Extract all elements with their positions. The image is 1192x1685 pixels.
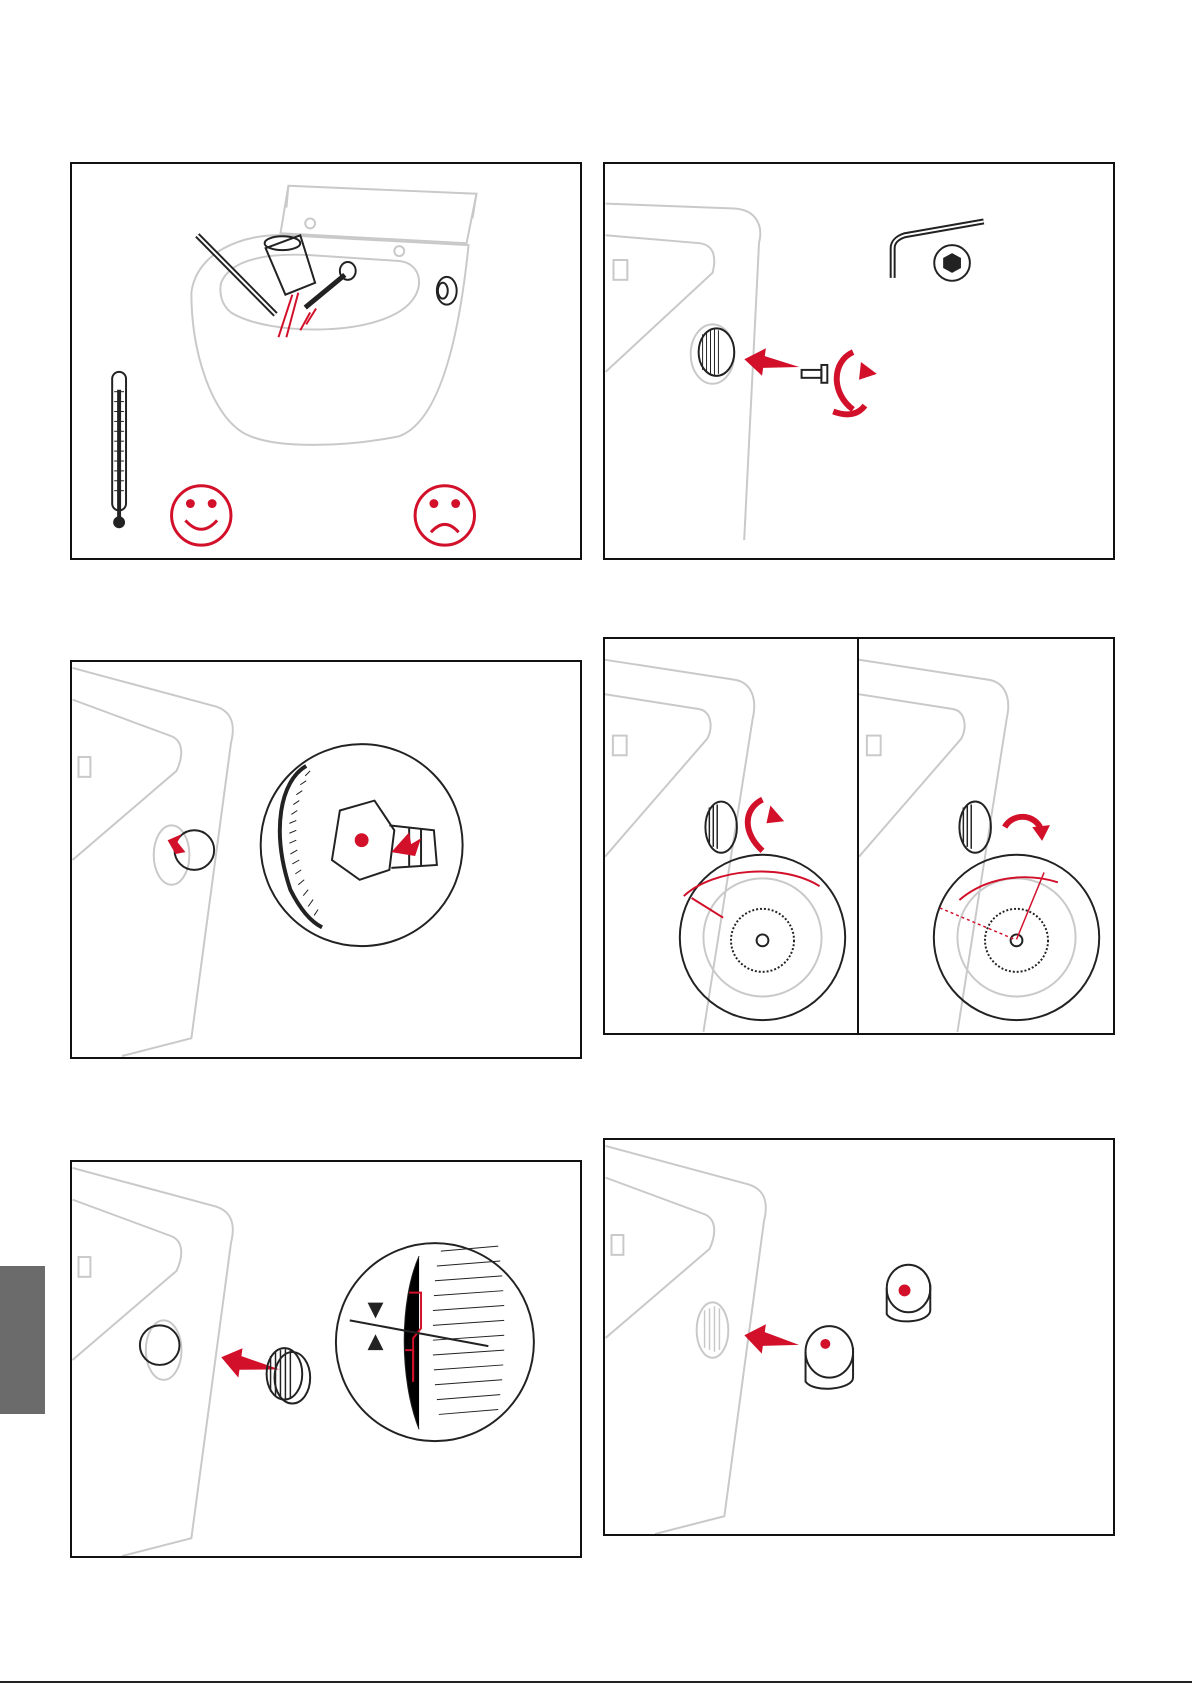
knurled-knob-detail <box>280 766 437 927</box>
happy-face-icon <box>172 486 231 545</box>
footer-rule <box>0 1681 1192 1683</box>
screw-icon <box>802 365 828 383</box>
refit-knob-illustration <box>72 1162 580 1556</box>
spindle-detail-illustration <box>72 662 580 1057</box>
alignment-detail-icon <box>336 1243 534 1441</box>
dial-detail-icon <box>680 855 845 1020</box>
sad-face-icon <box>415 486 474 545</box>
arrow-left-icon <box>219 1345 282 1383</box>
rotate-cw-illustration <box>859 639 1113 1033</box>
panel-refit-knob <box>70 1160 582 1558</box>
arrow-left-icon <box>742 346 801 381</box>
toilet-bowl-illustration <box>72 164 580 558</box>
cap-icon <box>887 1265 931 1322</box>
knob-icon <box>267 1348 311 1403</box>
dial-detail-icon <box>934 855 1099 1020</box>
rotate-cw-icon <box>1005 817 1040 827</box>
panel-spindle-detail <box>70 660 582 1059</box>
chapter-side-tab <box>0 1266 45 1414</box>
arrow-up-icon <box>168 834 186 854</box>
cap-icon <box>806 1326 854 1389</box>
panel-rotate-cw <box>857 637 1115 1035</box>
rotate-ccw-illustration <box>605 639 857 1033</box>
hex-socket-icon <box>934 245 970 281</box>
panel-temperature-test <box>70 162 582 560</box>
rotate-ccw-icon <box>748 800 763 851</box>
red-marker-icon <box>391 832 421 856</box>
panel-rotate-ccw <box>603 637 859 1035</box>
arrow-left-icon <box>742 1322 801 1359</box>
fit-cap-illustration <box>605 1140 1113 1534</box>
remove-screw-illustration <box>605 164 1113 558</box>
rotate-arrow-icon <box>837 352 853 409</box>
panel-fit-cap <box>603 1138 1115 1536</box>
panel-remove-screw <box>603 162 1115 560</box>
